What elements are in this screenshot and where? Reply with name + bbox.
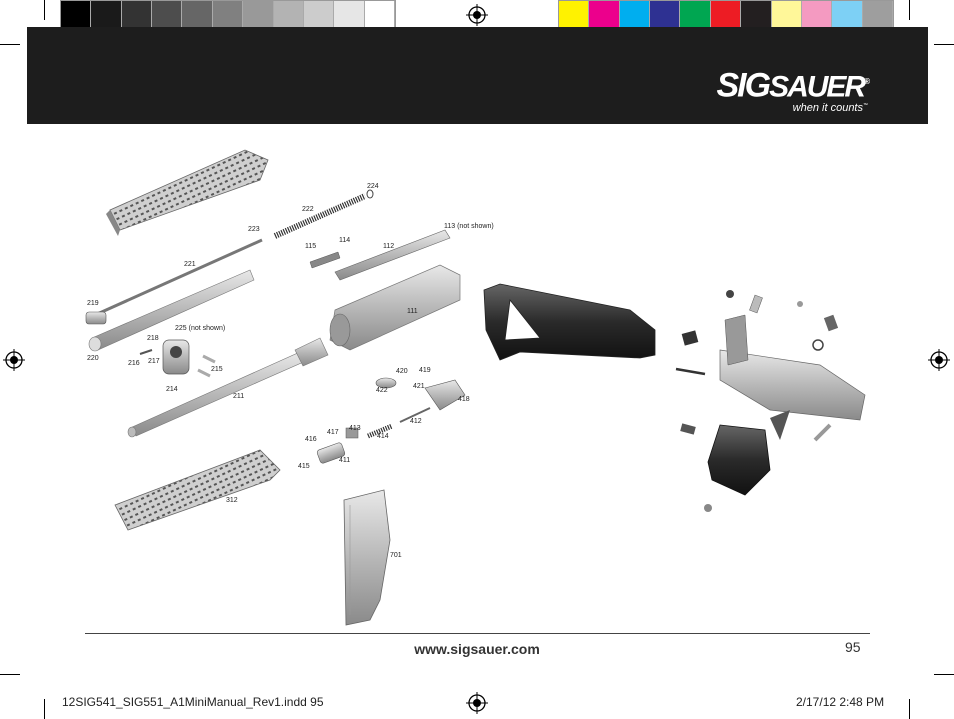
magazine bbox=[343, 489, 391, 626]
callout-215: 215 bbox=[211, 366, 223, 373]
callout-701: 701 bbox=[390, 552, 402, 559]
gas-block bbox=[139, 339, 216, 378]
crop-mark bbox=[0, 674, 20, 675]
color-swatch bbox=[862, 1, 893, 30]
callout-114: 114 bbox=[339, 237, 351, 244]
callout-224: 224 bbox=[367, 183, 379, 190]
logo-sig: SIG bbox=[716, 66, 772, 105]
barrel bbox=[127, 337, 329, 438]
handguard-lower bbox=[114, 449, 281, 531]
color-swatch bbox=[710, 1, 742, 30]
page-number: 95 bbox=[845, 639, 861, 655]
gas-tube bbox=[88, 269, 255, 352]
color-swatch bbox=[334, 1, 365, 30]
color-swatch bbox=[91, 1, 122, 30]
registration-mark-icon bbox=[466, 692, 488, 714]
slug-date: 2/17/12 2:48 PM bbox=[796, 695, 885, 709]
callout-115: 115 bbox=[305, 243, 317, 250]
registration-mark-icon bbox=[928, 349, 950, 371]
crop-mark bbox=[0, 44, 20, 45]
logo-sauer: SAUER bbox=[769, 70, 866, 104]
color-swatch bbox=[832, 1, 863, 30]
callout-312: 312 bbox=[226, 497, 238, 504]
folding-stock bbox=[483, 283, 656, 361]
callout-225: 225 (not shown) bbox=[175, 325, 226, 332]
callout-222: 222 bbox=[302, 206, 314, 213]
logo-tagline: when it counts bbox=[792, 102, 863, 115]
callout-112: 112 bbox=[383, 243, 395, 250]
footer-rule bbox=[85, 633, 870, 634]
bolt-assembly bbox=[316, 377, 466, 464]
callout-218: 218 bbox=[147, 335, 159, 342]
color-swatch bbox=[61, 1, 92, 30]
callout-417: 417 bbox=[327, 429, 339, 436]
recoil-spring bbox=[273, 189, 374, 239]
callout-421: 421 bbox=[413, 383, 425, 390]
color-swatch bbox=[121, 1, 153, 30]
header-band: SIGSAUER® when it counts™ bbox=[27, 27, 928, 124]
callout-214: 214 bbox=[166, 386, 178, 393]
color-swatch bbox=[212, 1, 244, 30]
color-swatch bbox=[303, 1, 335, 30]
callout-216: 216 bbox=[128, 360, 140, 367]
upper-receiver bbox=[329, 264, 461, 351]
color-swatch bbox=[680, 1, 711, 30]
callout-411: 411 bbox=[339, 457, 351, 464]
registration-mark-icon bbox=[466, 4, 488, 26]
callout-418: 418 bbox=[458, 396, 470, 403]
callout-412: 412 bbox=[410, 418, 422, 425]
callout-223: 223 bbox=[248, 226, 260, 233]
trademark-mark: ™ bbox=[863, 102, 868, 109]
top-rail bbox=[309, 229, 451, 281]
callout-113: 113 (not shown) bbox=[444, 223, 494, 230]
callout-422: 422 bbox=[376, 387, 388, 394]
callout-111: 111 bbox=[407, 308, 418, 315]
color-swatch bbox=[650, 1, 681, 30]
color-swatch bbox=[801, 1, 833, 30]
color-swatch bbox=[152, 1, 183, 30]
callout-420: 420 bbox=[396, 368, 408, 375]
crop-mark bbox=[909, 0, 910, 20]
color-swatch bbox=[364, 1, 395, 30]
website-url: www.sigsauer.com bbox=[414, 641, 540, 657]
crop-mark bbox=[44, 699, 45, 719]
color-swatch bbox=[273, 1, 304, 30]
crop-mark bbox=[44, 0, 45, 20]
color-swatch bbox=[771, 1, 802, 30]
callout-211: 211 bbox=[233, 393, 245, 400]
callout-217: 217 bbox=[148, 358, 160, 365]
crop-mark bbox=[934, 674, 954, 675]
callout-220: 220 bbox=[87, 355, 99, 362]
gas-piston-rod bbox=[85, 238, 263, 325]
color-swatch bbox=[619, 1, 651, 30]
callout-413: 413 bbox=[349, 425, 361, 432]
gray-color-bar bbox=[60, 0, 396, 31]
registration-mark-icon bbox=[3, 349, 25, 371]
callout-414: 414 bbox=[377, 433, 389, 440]
registered-mark: ® bbox=[864, 77, 870, 86]
crop-mark bbox=[909, 699, 910, 719]
color-swatch bbox=[559, 1, 590, 30]
color-swatch bbox=[741, 1, 772, 30]
slug-filename: 12SIG541_SIG551_A1MiniManual_Rev1.indd 9… bbox=[62, 695, 324, 709]
lower-receiver bbox=[675, 314, 866, 421]
small-parts bbox=[680, 290, 839, 512]
pistol-grip bbox=[707, 410, 790, 496]
callout-416: 416 bbox=[305, 436, 317, 443]
callout-419: 419 bbox=[419, 367, 431, 374]
color-swatch bbox=[243, 1, 274, 30]
callout-221: 221 bbox=[184, 261, 196, 268]
callout-415: 415 bbox=[298, 463, 310, 470]
crop-mark bbox=[934, 44, 954, 45]
color-swatch bbox=[182, 1, 213, 30]
sig-sauer-logo: SIGSAUER® when it counts™ bbox=[716, 65, 870, 115]
handguard-upper bbox=[106, 149, 269, 236]
callout-219: 219 bbox=[87, 300, 99, 307]
color-swatch bbox=[589, 1, 620, 30]
